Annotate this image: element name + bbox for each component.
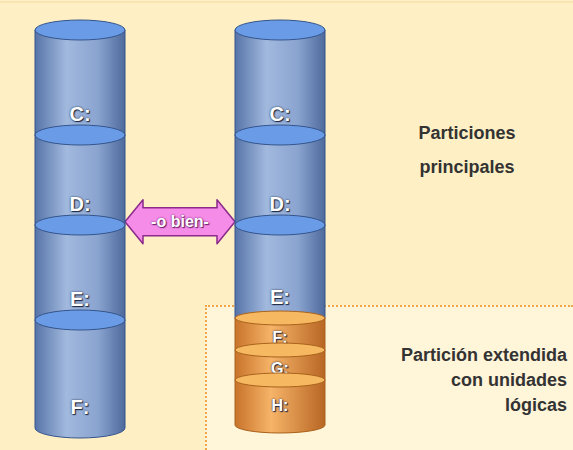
- cylinder-top: [235, 215, 325, 235]
- arrow-label: -o bien-: [151, 213, 209, 231]
- cylinder-shape: [35, 310, 125, 438]
- section-label: Particiones principales: [382, 116, 552, 184]
- frame-line: [0, 2, 573, 3]
- drive-letter: E:: [235, 286, 325, 308]
- partition-segment: H:: [235, 373, 325, 433]
- cylinder-body: [35, 320, 125, 438]
- cylinder-top: [235, 125, 325, 145]
- cylinder-top: [35, 20, 125, 40]
- drive-letter: D:: [35, 193, 125, 215]
- drive-letter: H:: [235, 397, 325, 415]
- drive-letter: F:: [35, 396, 125, 418]
- partition-segment: F:: [35, 310, 125, 438]
- cylinder-body: [235, 135, 325, 235]
- cylinder-top: [35, 310, 125, 330]
- cylinder-body: [235, 225, 325, 325]
- cylinder-top: [35, 125, 125, 145]
- cylinder-shape: [235, 215, 325, 325]
- cylinder-top: [35, 215, 125, 235]
- cylinder-top: [235, 373, 325, 387]
- drive-letter: C:: [35, 103, 125, 125]
- drive-letter: E:: [35, 288, 125, 310]
- cylinder-body: [35, 30, 125, 145]
- partition-segment: E:: [235, 215, 325, 325]
- double-arrow: [125, 200, 235, 244]
- drive-letter: C:: [235, 103, 325, 125]
- extended-partition: Partición extendida con unidades lógicas…: [205, 305, 573, 450]
- cylinder-body: [235, 30, 325, 145]
- cylinder-top: [235, 343, 325, 357]
- cylinder-body: [35, 225, 125, 330]
- extended-area: [205, 305, 573, 450]
- cylinder-body: [35, 135, 125, 235]
- region-caption: Partición extendida con unidades lógicas: [387, 343, 567, 418]
- drive-letter: D:: [235, 193, 325, 215]
- cylinder-top: [235, 311, 325, 325]
- cylinder-top: [235, 20, 325, 40]
- cylinder-body: [235, 380, 325, 433]
